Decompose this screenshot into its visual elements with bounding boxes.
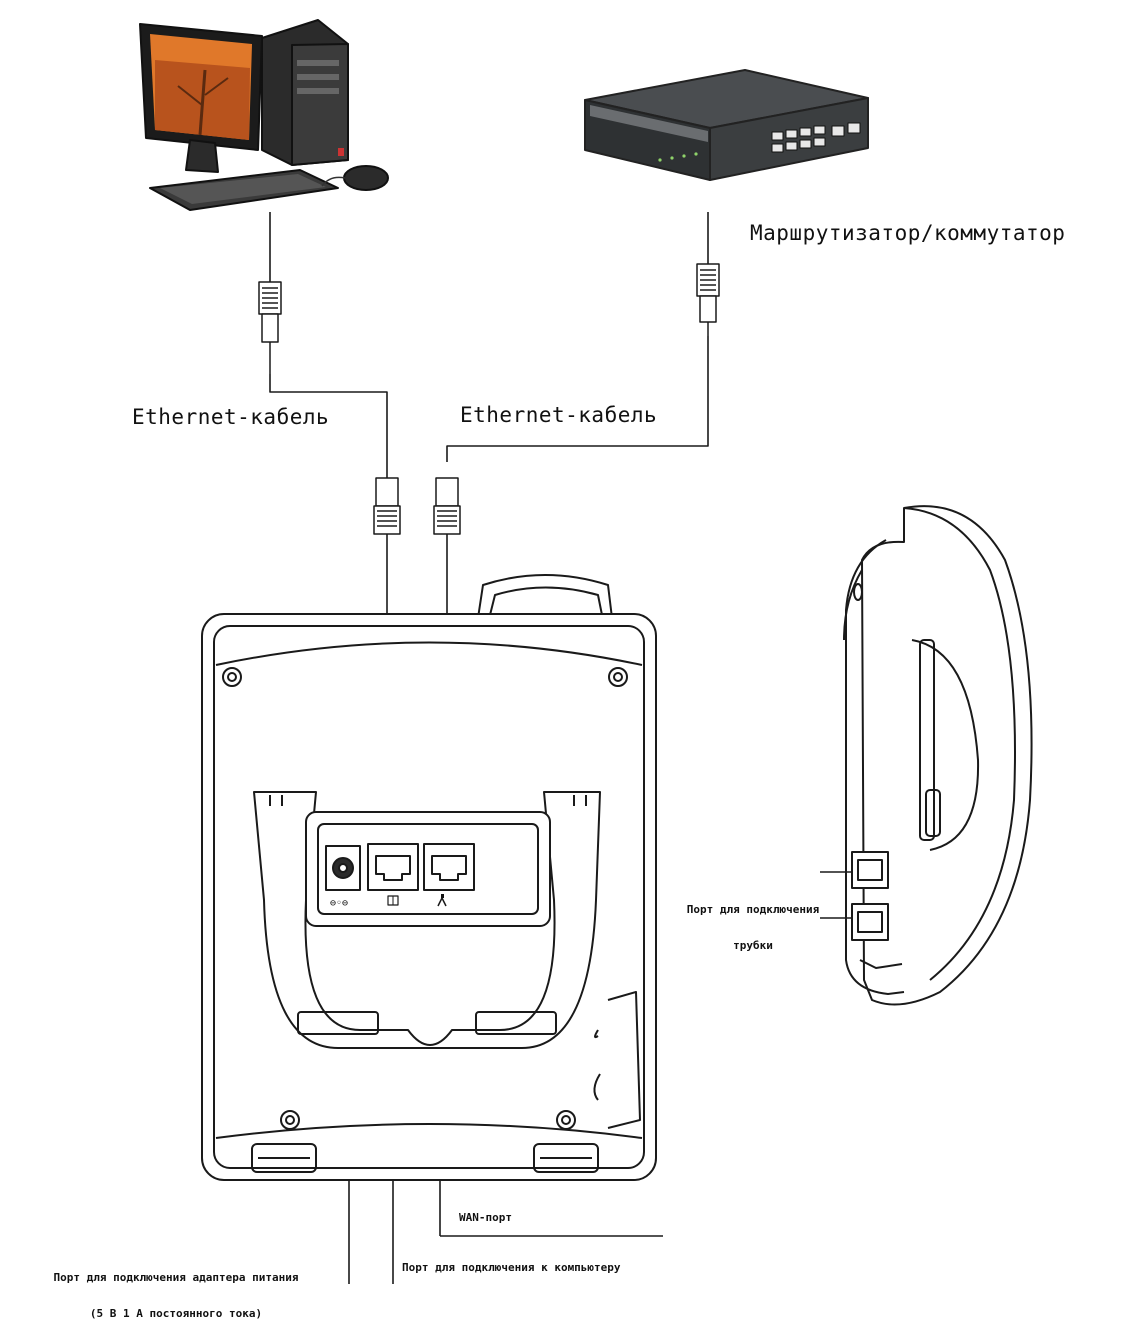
power-port-label-line1: Порт для подключения адаптера питания — [53, 1271, 299, 1285]
computer-icon — [139, 19, 389, 211]
handset-port-label: Порт для подключения трубки — [660, 880, 846, 965]
connection-diagram: ⊖◦⊖ Маршрутизатор/коммутатор Ethernet-ка… — [53, 19, 1066, 1320]
rj45-plug-top-right — [696, 263, 720, 336]
svg-text:⊖◦⊖: ⊖◦⊖ — [330, 898, 348, 909]
rj45-plug-phone-pc — [373, 477, 401, 535]
wan-port-label: WAN-порт — [459, 1211, 512, 1224]
handset-port-label-line1: Порт для подключения — [686, 903, 820, 917]
phone-side-view — [843, 505, 1033, 1006]
rj45-plug-phone-wan — [433, 477, 461, 535]
power-port-label: Порт для подключения адаптера питания (5… — [6, 1248, 346, 1333]
router-switch-icon — [584, 69, 869, 181]
pc-port-label: Порт для подключения к компьютеру — [402, 1261, 621, 1274]
ethernet-cable-label-left: Ethernet-кабель — [132, 405, 330, 429]
rj45-plug-top-left — [258, 281, 282, 374]
router-switch-label: Маршрутизатор/коммутатор — [750, 221, 1066, 245]
phone-back-view: ⊖◦⊖ — [201, 574, 657, 1181]
diagram-canvas: ⊖◦⊖ — [139, 19, 1033, 1284]
power-port-label-line2: (5 В 1 А постоянного тока) — [89, 1307, 263, 1321]
handset-port-label-line2: трубки — [733, 939, 773, 953]
ethernet-cable-label-right: Ethernet-кабель — [460, 403, 658, 427]
